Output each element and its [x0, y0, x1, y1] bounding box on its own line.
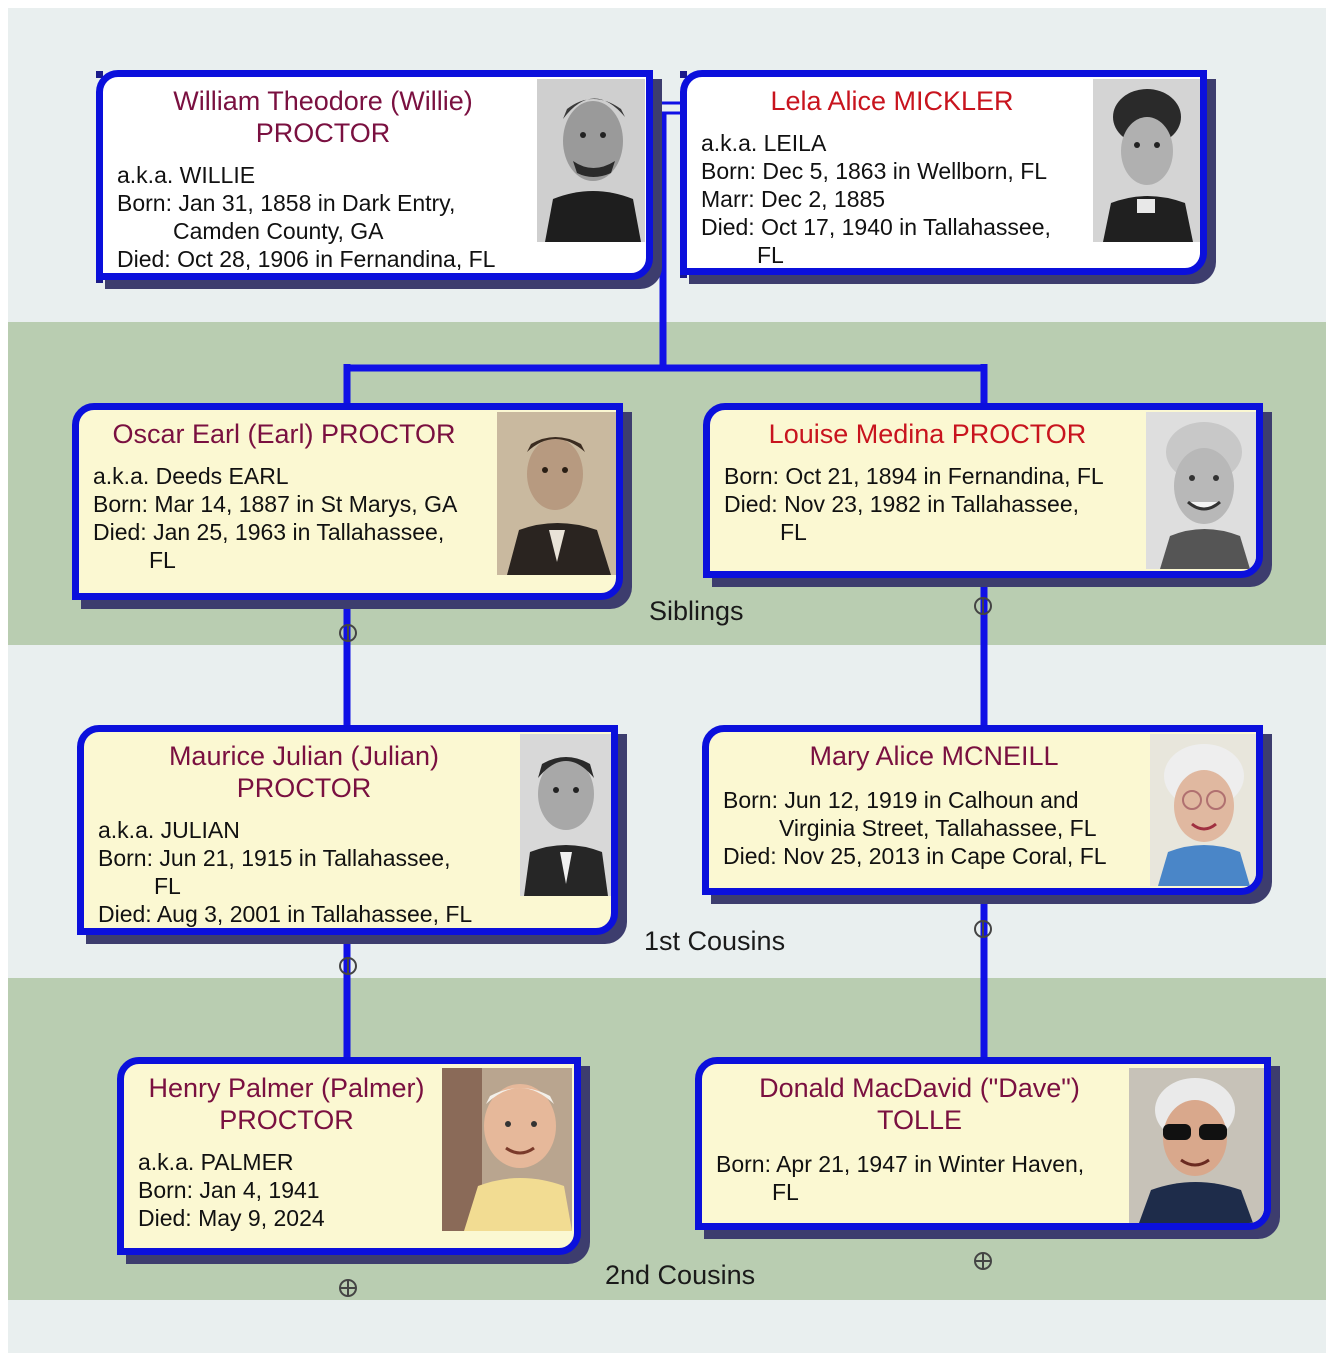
generation-label-first-cousins: 1st Cousins [644, 926, 786, 956]
person-details: Born: Jun 12, 1919 in Calhoun and Virgin… [723, 787, 1107, 869]
collapse-marker[interactable] [973, 596, 993, 616]
collapse-marker[interactable] [338, 956, 358, 976]
person-details: Born: Apr 21, 1947 in Winter Haven, FL [716, 1151, 1085, 1205]
person-details: a.k.a. LEILA Born: Dec 5, 1863 in Wellbo… [701, 130, 1051, 268]
person-details: a.k.a. JULIAN Born: Jun 21, 1915 in Tall… [98, 817, 473, 927]
person-card-mary[interactable]: Mary Alice MCNEILL Born: Jun 12, 1919 in… [702, 725, 1263, 895]
person-card-lela[interactable]: Lela Alice MICKLER a.k.a. LEILA Born: De… [680, 70, 1207, 275]
band-bottom [8, 1300, 1326, 1353]
person-details: Born: Oct 21, 1894 in Fernandina, FL Die… [724, 463, 1104, 545]
generation-label-siblings: Siblings [649, 596, 744, 626]
generation-label-second-cousins: 2nd Cousins [605, 1260, 756, 1290]
portrait-elderly-woman-glasses-icon[interactable] [1150, 734, 1256, 886]
person-card-donald[interactable]: Donald MacDavid ("Dave") TOLLE Born: Apr… [695, 1057, 1271, 1230]
selection-handle[interactable] [96, 71, 103, 78]
person-card-henry[interactable]: Henry Palmer (Palmer) PROCTOR a.k.a. PAL… [117, 1057, 581, 1255]
person-name: Mary Alice MCNEILL [809, 741, 1059, 771]
collapse-marker[interactable] [973, 919, 993, 939]
person-name: Maurice Julian (Julian) PROCTOR [168, 741, 440, 803]
selection-handle[interactable] [680, 71, 687, 78]
selection-handle[interactable] [646, 276, 653, 283]
portrait-man-mustache-icon[interactable] [537, 79, 645, 242]
person-name: Lela Alice MICKLER [770, 86, 1014, 116]
portrait-woman-icon[interactable] [1093, 79, 1200, 242]
portrait-elderly-woman-icon[interactable] [1146, 412, 1256, 569]
selection-handle[interactable] [1200, 271, 1207, 278]
person-name: Henry Palmer (Palmer) PROCTOR [148, 1073, 425, 1135]
portrait-young-man-icon[interactable] [497, 412, 616, 575]
person-name: Donald MacDavid ("Dave") TOLLE [759, 1073, 1080, 1135]
person-name: Louise Medina PROCTOR [768, 419, 1087, 449]
person-details: a.k.a. PALMER Born: Jan 4, 1941 Died: Ma… [138, 1149, 325, 1231]
expand-marker[interactable] [973, 1251, 993, 1271]
person-details: a.k.a. Deeds EARL Born: Mar 14, 1887 in … [93, 463, 458, 573]
person-name: William Theodore (Willie) PROCTOR [173, 86, 473, 148]
person-card-louise[interactable]: Louise Medina PROCTOR Born: Oct 21, 1894… [703, 403, 1263, 578]
person-card-oscar[interactable]: Oscar Earl (Earl) PROCTOR a.k.a. Deeds E… [72, 403, 623, 600]
portrait-man-sunglasses-icon[interactable] [1129, 1068, 1264, 1223]
portrait-elderly-man-icon[interactable] [442, 1068, 572, 1231]
person-name: Oscar Earl (Earl) PROCTOR [112, 419, 456, 449]
person-card-maurice[interactable]: Maurice Julian (Julian) PROCTOR a.k.a. J… [77, 725, 618, 935]
portrait-man-suit-icon[interactable] [520, 734, 611, 896]
person-details: a.k.a. WILLIE Born: Jan 31, 1858 in Dark… [117, 162, 496, 272]
collapse-marker[interactable] [338, 623, 358, 643]
person-card-william[interactable]: William Theodore (Willie) PROCTOR a.k.a.… [96, 70, 653, 280]
expand-marker[interactable] [338, 1278, 358, 1298]
